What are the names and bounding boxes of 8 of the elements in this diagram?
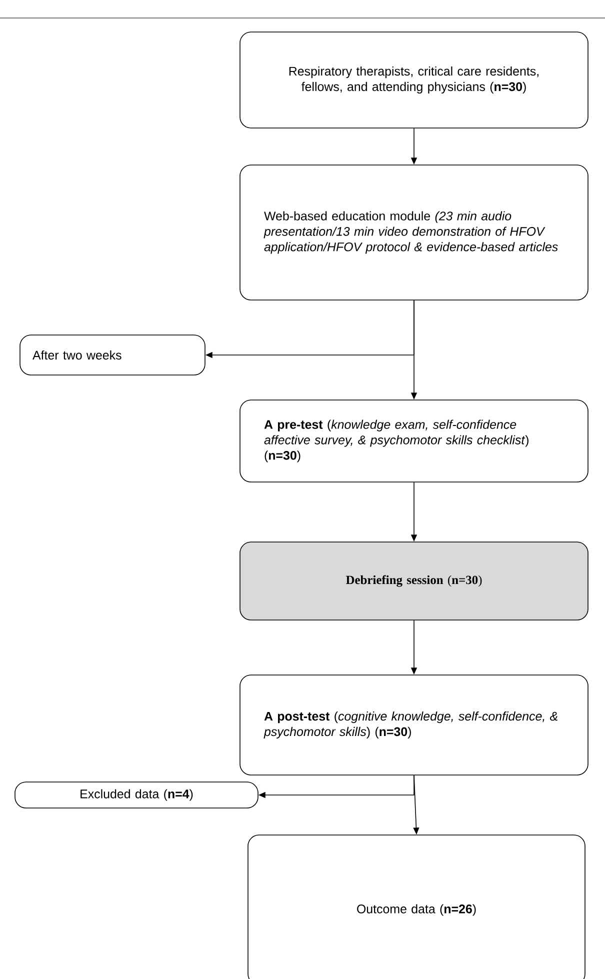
process-box: Web-based education module (23 min audio presentation/13 min video demonstration of HFOV application/HFOV protocol & evidence-based articles — [240, 164, 588, 300]
process-box: After two weeks — [20, 334, 206, 376]
process-box: Respiratory therapists, critical care residents, fellows, and attending physicians (n=30) — [240, 32, 588, 128]
session-box: Debriefing session (n=30) — [240, 542, 588, 620]
process-box: Excluded data (n=4) — [14, 782, 258, 808]
process-box: A post-test (cognitive knowledge, self-confidence, & psychomotor skills) (n=30) — [240, 674, 588, 776]
process-box: Outcome data (n=26) — [248, 834, 586, 979]
process-box: A pre-test (knowledge exam, self-confidence affective survey, & psychomotor skills checklist) (n=30) — [240, 400, 588, 482]
